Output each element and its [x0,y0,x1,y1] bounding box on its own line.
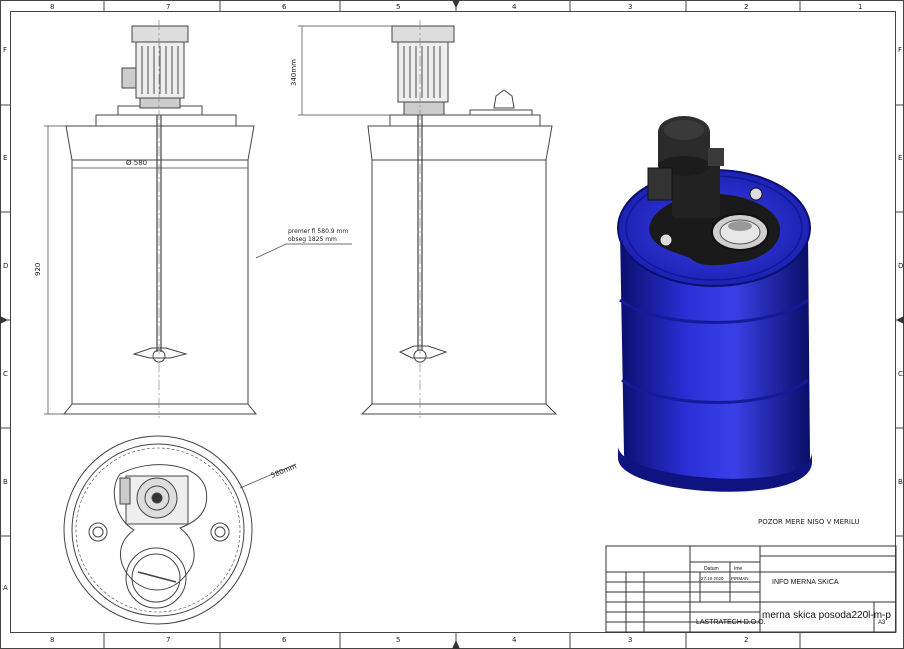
motor-top [119,475,189,525]
row-label: B [898,478,903,486]
motor-height-dimension: 340mm [290,59,298,86]
row-label: D [898,262,903,270]
col-name-header: Ime [734,566,743,572]
col-label: 5 [396,636,400,644]
row-label: E [898,154,902,162]
col-label: 7 [166,3,170,11]
diameter-dimension: Ø 580 [126,159,147,167]
col-label: 2 [744,636,748,644]
title-header: INFO MERNA SKICA [772,579,839,586]
front-view [44,20,352,418]
title-block [605,545,897,633]
col-label: 5 [396,3,400,11]
side-view [298,20,558,418]
height-dimension: 920 [34,263,42,276]
col-label: 7 [166,636,170,644]
row-label: B [3,478,8,486]
col-label: 8 [50,636,54,644]
col-label: 4 [512,636,517,644]
row-label: C [898,370,903,378]
iso-view [617,116,812,492]
circumference-note: obseg 1825 mm [288,236,337,243]
scale-warning: POZOR MERE NISO V MERILU [758,518,860,526]
col-label: 3 [628,3,632,11]
row-label: E [3,154,7,162]
row-label: A [3,584,8,592]
top-diameter-dimension: 580mm [270,462,298,480]
col-label: 3 [628,636,632,644]
drawing-name: merna skica posoda220l-m-p [762,610,891,621]
motor [391,25,455,116]
date-value: 27.10.2020 [701,576,724,581]
col-label: 6 [282,3,287,11]
impeller [132,347,188,363]
row-label: F [898,46,902,54]
top-view [63,435,297,625]
impeller [398,345,448,363]
row-labels: F E D C B A F E D C B [3,46,903,592]
sheet-format: A3 [878,620,886,626]
row-label: C [3,370,8,378]
column-labels: 8 7 6 5 4 3 2 1 8 7 6 5 4 3 2 [50,3,862,644]
col-date-header: Datum [704,566,719,572]
row-label: D [3,262,8,270]
col-label: 2 [744,3,748,11]
iso-motor [647,116,724,218]
diameter-note: premer fi 580.9 mm [288,228,348,235]
col-label: 4 [512,3,517,11]
col-label: 8 [50,3,54,11]
col-label: 1 [858,3,862,11]
company-name: LASTRATECH D.O.O. [696,619,766,626]
motor [121,25,189,109]
col-label: 6 [282,636,287,644]
author-value: PIRMAN [731,576,749,581]
row-label: F [3,46,7,54]
